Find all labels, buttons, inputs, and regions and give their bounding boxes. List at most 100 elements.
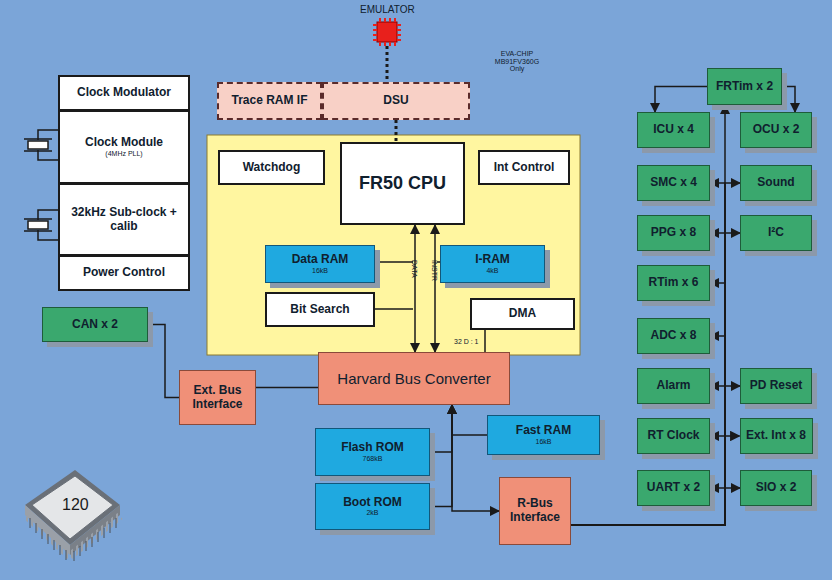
block-size: 16kB xyxy=(536,438,552,446)
block-name: Trace RAM IF xyxy=(231,94,307,108)
block-name: R-Bus Interface xyxy=(504,497,566,525)
block-name: SMC x 4 xyxy=(650,176,697,190)
block-box: Power Control xyxy=(58,255,190,291)
block-size: 2kB xyxy=(366,509,378,517)
block-name: Sound xyxy=(757,176,794,190)
block-name: I²C xyxy=(768,226,784,240)
block-name: CAN x 2 xyxy=(72,318,118,332)
block-name: Alarm xyxy=(656,379,690,393)
block-name: Clock Modulator xyxy=(77,86,171,100)
block-box: Harvard Bus Converter xyxy=(318,352,510,405)
bus-connector xyxy=(434,225,436,352)
bus-connector xyxy=(430,405,452,452)
block-box: 32kHz Sub-clock + calib xyxy=(58,183,190,256)
block-box: Data RAM16kB xyxy=(265,245,375,283)
block-box: Ext. Int x 8 xyxy=(740,418,813,454)
block-name: PD Reset xyxy=(750,379,803,393)
block-box: PPG x 8 xyxy=(637,215,710,251)
block-box: Alarm xyxy=(637,368,710,404)
note-label: INSTR xyxy=(431,260,438,281)
block-name: RTim x 6 xyxy=(649,276,699,290)
block-name: Data RAM xyxy=(292,253,349,267)
block-box: Boot ROM2kB xyxy=(315,483,430,530)
block-name: Harvard Bus Converter xyxy=(337,370,490,387)
block-box: ADC x 8 xyxy=(637,318,710,354)
bus-connector xyxy=(571,386,740,525)
block-box: ICU x 4 xyxy=(637,112,710,148)
block-box: SIO x 2 xyxy=(740,470,812,506)
block-name: UART x 2 xyxy=(647,481,700,495)
block-box: SMC x 4 xyxy=(637,165,710,201)
block-box: FRTim x 2 xyxy=(707,68,782,105)
block-name: RT Clock xyxy=(647,429,699,443)
block-box: RT Clock xyxy=(637,418,710,454)
note-label: EVA-CHIP MB91FV360G Only xyxy=(488,50,546,73)
bus-connector xyxy=(414,225,416,352)
bus-connector xyxy=(571,183,740,525)
block-name: DSU xyxy=(383,94,408,108)
block-box: DSU xyxy=(322,82,470,120)
block-name: Boot ROM xyxy=(343,496,402,510)
block-box: Watchdog xyxy=(218,150,325,185)
block-box: R-Bus Interface xyxy=(499,477,571,545)
block-box: Trace RAM IF xyxy=(217,82,322,120)
bus-connector xyxy=(782,87,795,113)
note-label: EMULATOR xyxy=(360,4,415,15)
block-name: Bit Search xyxy=(290,303,349,317)
emulator-chip xyxy=(373,18,401,46)
block-name: Power Control xyxy=(83,266,165,280)
bus-connector xyxy=(395,120,398,142)
block-name: Watchdog xyxy=(243,161,301,175)
block-name: FR50 CPU xyxy=(359,173,446,194)
block-box: Int Control xyxy=(478,150,570,185)
bus-connector xyxy=(571,233,725,525)
block-box: PD Reset xyxy=(740,368,812,404)
block-name: Int Control xyxy=(494,161,555,175)
block-name: DMA xyxy=(509,307,536,321)
bus-stub xyxy=(375,262,440,309)
block-size: (4MHz PLL) xyxy=(105,150,142,158)
block-box: Clock Modulator xyxy=(58,75,190,111)
block-name: PPG x 8 xyxy=(651,226,696,240)
block-box: RTim x 6 xyxy=(637,265,710,301)
block-box: I²C xyxy=(740,215,812,251)
block-box: DMA xyxy=(470,298,575,330)
note-label: 32 D : 1 xyxy=(454,338,479,345)
bus-connector xyxy=(571,283,725,525)
block-box: Sound xyxy=(740,165,812,201)
block-box: FR50 CPU xyxy=(340,142,465,225)
block-box: Bit Search xyxy=(265,292,375,327)
block-box: I-RAM4kB xyxy=(440,245,545,283)
block-name: Ext. Bus Interface xyxy=(184,384,251,412)
bus-connector xyxy=(571,386,725,525)
bus-connector xyxy=(148,325,179,398)
block-box: Flash ROM768kB xyxy=(315,428,430,476)
block-box: CAN x 2 xyxy=(42,307,148,342)
block-name: Flash ROM xyxy=(341,441,404,455)
block-name: OCU x 2 xyxy=(753,123,800,137)
block-box: Clock Module(4MHz PLL) xyxy=(58,110,190,184)
bus-connector xyxy=(655,87,707,113)
block-size: 768kB xyxy=(363,455,383,463)
cpu-core-region xyxy=(207,135,580,355)
bus-connector xyxy=(484,330,486,352)
bus-connector xyxy=(571,233,740,525)
block-name: 32kHz Sub-clock + calib xyxy=(64,206,184,234)
bus-connector xyxy=(452,405,487,435)
bus-connector xyxy=(430,405,452,507)
block-size: 4kB xyxy=(486,267,498,275)
block-name: SIO x 2 xyxy=(756,481,797,495)
block-size: 16kB xyxy=(312,267,328,275)
block-name: I-RAM xyxy=(475,253,510,267)
package-icon xyxy=(25,470,120,561)
block-name: ADC x 8 xyxy=(650,329,696,343)
block-box: UART x 2 xyxy=(637,470,710,506)
block-box: Fast RAM16kB xyxy=(487,415,600,455)
note-label: DATA xyxy=(411,260,418,278)
bus-connector xyxy=(571,105,725,525)
crystal-symbol xyxy=(24,130,58,240)
block-name: FRTim x 2 xyxy=(716,80,773,94)
bus-connector xyxy=(256,387,318,389)
block-box: OCU x 2 xyxy=(740,112,812,148)
block-name: ICU x 4 xyxy=(653,123,694,137)
